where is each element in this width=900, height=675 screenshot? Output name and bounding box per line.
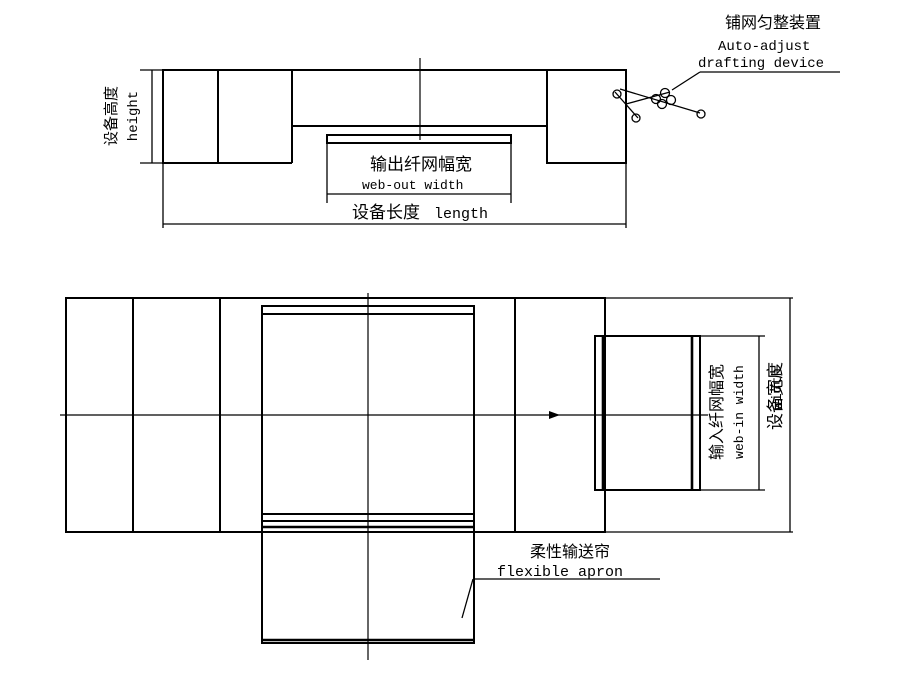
machine-side-outline — [162, 69, 627, 164]
auto-adjust-label-cn: 铺网匀整装置 — [725, 13, 821, 32]
auto-adjust-label-en-2: drafting device — [698, 56, 824, 72]
width-label-cn: 设备宽度 — [766, 362, 786, 430]
apron-label-cn: 柔性输送帘 — [530, 542, 610, 561]
height-label-cn: 设备高度 — [102, 86, 120, 146]
web-in-label-cn: 输入纤网幅宽 — [707, 364, 726, 460]
apron-label-en: flexible apron — [497, 564, 623, 581]
auto-adjust-leader — [671, 71, 701, 91]
web-in-label-en: web-in width — [732, 365, 747, 459]
web-in-conveyor — [594, 335, 701, 491]
auto-adjust-device — [612, 87, 706, 123]
height-label-en: height — [126, 91, 142, 141]
lapping-carriage — [261, 305, 475, 515]
length-label-cn: 设备长度 — [352, 203, 420, 223]
web-out-label-cn: 输出纤网幅宽 — [370, 155, 472, 175]
elevation-view — [140, 58, 840, 228]
web-out-label-en: web-out width — [362, 178, 463, 193]
width-label-en: width — [770, 368, 786, 410]
web-out-conveyor — [326, 134, 512, 144]
apron-leader — [461, 578, 474, 619]
feed-direction-arrow — [549, 411, 560, 419]
length-label-en: length — [434, 206, 488, 223]
flexible-apron-outline — [261, 532, 475, 644]
plan-view — [60, 293, 793, 660]
auto-adjust-label-en-1: Auto-adjust — [718, 39, 810, 55]
